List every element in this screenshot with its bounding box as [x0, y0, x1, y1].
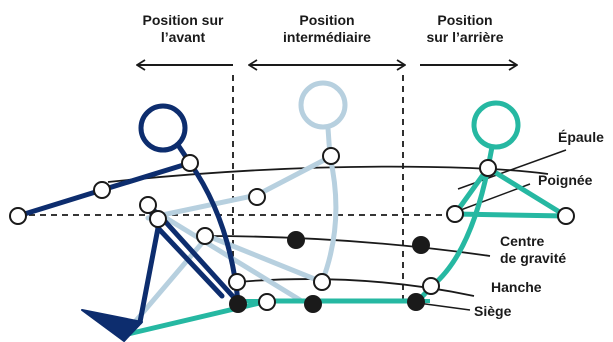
header-avant: Position sur l’avant — [128, 12, 238, 46]
joint-knee2-front — [149, 210, 167, 228]
header-intermediaire: Position intermédiaire — [265, 12, 389, 46]
joint-hand-back — [557, 207, 575, 225]
filled-points — [229, 231, 430, 313]
shoulder-trajectory — [107, 165, 549, 183]
cog-trajectory — [204, 235, 491, 257]
joint-elbow-middle — [248, 188, 266, 206]
label-centre-line1: Centre — [500, 233, 545, 249]
header-avant-line2: l’avant — [160, 29, 206, 45]
joint-knee-back — [258, 293, 276, 311]
head-middle — [298, 80, 348, 130]
label-epaule: Épaule — [558, 129, 604, 145]
header-arriere-line2: sur l’arrière — [426, 29, 504, 45]
seat-front — [229, 295, 247, 313]
foot-front — [81, 309, 143, 342]
leg2-middle — [145, 204, 303, 303]
seat-middle — [304, 295, 322, 313]
joint-elbow-back — [446, 205, 464, 223]
head-front — [138, 103, 188, 153]
cog-middle — [287, 231, 305, 249]
shin2-front — [137, 225, 161, 325]
header-inter-line2: intermédiaire — [283, 29, 371, 45]
header-arriere: Position sur l’arrière — [410, 12, 520, 46]
figure-avant — [15, 103, 241, 325]
joint-hand-front — [9, 207, 27, 225]
joint-shoulder-back — [479, 159, 497, 177]
joint-knee-front — [139, 196, 157, 214]
head-back — [471, 100, 521, 150]
joint-hip-middle — [313, 273, 331, 291]
joint-knee-middle — [196, 227, 214, 245]
header-inter-line1: Position — [299, 12, 355, 28]
joint-hip-front — [228, 273, 246, 291]
label-centre: Centre de gravité — [500, 233, 566, 267]
label-siege: Siège — [474, 303, 512, 319]
header-arriere-line1: Position — [437, 12, 493, 28]
joint-shoulder-middle — [322, 147, 340, 165]
seat-back — [407, 293, 425, 311]
joints — [9, 147, 575, 311]
label-centre-line2: de gravité — [500, 250, 567, 266]
joint-shoulder-front — [181, 154, 199, 172]
cog-back — [412, 236, 430, 254]
leader-siege — [417, 302, 471, 311]
label-poignee: Poignée — [538, 172, 593, 188]
joint-elbow-front — [93, 181, 111, 199]
header-avant-line1: Position sur — [142, 12, 224, 28]
joint-hip-back — [422, 277, 440, 295]
label-hanche: Hanche — [491, 279, 542, 295]
leg-back — [125, 283, 435, 337]
figure-arriere — [125, 100, 569, 337]
arm-back — [452, 165, 569, 219]
